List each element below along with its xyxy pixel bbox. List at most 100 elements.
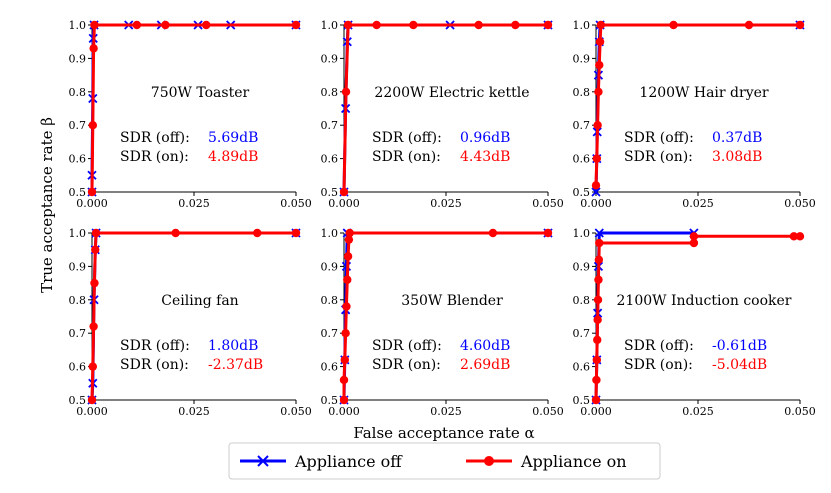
sdr-off-label: SDR (off): (372, 338, 442, 354)
data-point-on (488, 228, 498, 238)
data-point-on (342, 302, 351, 311)
y-tick-label: 0.8 (321, 294, 339, 307)
y-tick-label: 0.5 (69, 394, 87, 407)
sdr-off-label: SDR (off): (372, 130, 442, 146)
data-point-on (594, 87, 603, 97)
x-tick-label: 0.000 (580, 197, 612, 210)
y-tick-label: 1.0 (573, 227, 591, 240)
data-point-on (595, 60, 604, 70)
series-line-off (90, 231, 296, 401)
x-tick-label: 0.050 (532, 405, 564, 418)
data-point-on (339, 395, 349, 405)
series-line-on (342, 23, 548, 193)
data-point-on (291, 20, 301, 30)
subplot-title: 2200W Electric kettle (374, 85, 529, 101)
sdr-on-value: 4.89dB (208, 149, 258, 165)
sdr-on-value: -2.37dB (208, 357, 263, 373)
data-point-on (161, 20, 170, 30)
x-tick-label: 0.000 (580, 405, 612, 418)
legend-frame (228, 442, 661, 480)
data-point-on (132, 20, 142, 30)
x-tick-label: 0.050 (280, 405, 312, 418)
data-point-on (511, 20, 520, 30)
sdr-off-value: 1.80dB (208, 338, 258, 354)
legend-label-off: Appliance off (294, 452, 403, 471)
data-point-on (87, 187, 97, 197)
series-line-off (594, 231, 694, 401)
sdr-off-value: -0.61dB (712, 338, 767, 354)
y-tick-label: 0.5 (321, 186, 339, 199)
x-tick-label: 0.025 (430, 197, 462, 210)
series-line-off (342, 231, 548, 401)
x-axis-label: False acceptance rate α (353, 424, 534, 442)
data-point-on (343, 252, 353, 261)
y-tick-label: 0.8 (69, 86, 87, 99)
x-tick-label: 0.025 (682, 197, 714, 210)
data-point-on (91, 228, 101, 238)
data-point-on (345, 228, 354, 238)
legend-entry-off: Appliance off (240, 452, 403, 471)
x-tick-label: 0.025 (178, 197, 210, 210)
data-point-on (789, 232, 799, 241)
x-tick-label: 0.000 (328, 197, 360, 210)
data-point-on (593, 121, 602, 130)
sdr-off-value: 5.69dB (208, 130, 258, 146)
sdr-off-label: SDR (off): (624, 130, 694, 146)
series-line-on (594, 234, 800, 401)
data-point-on (795, 20, 805, 30)
series-line-on (342, 231, 548, 400)
x-tick-label: 0.050 (280, 197, 312, 210)
series-line-off (342, 23, 548, 193)
data-point-on (689, 232, 699, 241)
data-point-on (202, 20, 211, 30)
data-point-on (592, 154, 602, 163)
subplot-title: 750W Toaster (151, 85, 250, 101)
y-tick-label: 0.8 (69, 294, 87, 307)
y-tick-label: 0.8 (321, 86, 339, 99)
y-tick-label: 0.6 (69, 153, 87, 166)
sdr-off-value: 4.60dB (460, 338, 510, 354)
y-tick-label: 0.8 (573, 86, 591, 99)
sdr-off-label: SDR (off): (120, 130, 190, 146)
y-tick-label: 0.5 (321, 394, 339, 407)
data-point-off (594, 228, 604, 238)
data-point-on (340, 355, 350, 365)
data-point-on (795, 232, 805, 241)
x-tick-label: 0.025 (178, 405, 210, 418)
x-tick-label: 0.025 (682, 405, 714, 418)
data-point-on (409, 20, 418, 30)
y-tick-label: 0.6 (573, 153, 591, 166)
data-point-on (591, 181, 601, 190)
data-point-on (372, 20, 381, 30)
series-line-on (90, 231, 296, 401)
data-point-on (253, 228, 262, 238)
y-tick-label: 0.9 (573, 52, 591, 65)
legend-marker-off (257, 455, 269, 467)
sdr-off-value: 0.96dB (460, 130, 510, 146)
y-tick-label: 0.9 (321, 260, 339, 273)
sdr-on-value: 3.08dB (712, 149, 762, 165)
legend: Appliance off Appliance on (228, 442, 661, 480)
data-point-on (594, 255, 604, 264)
data-point-on (291, 228, 301, 238)
data-point-on (89, 322, 98, 331)
sdr-on-value: 2.69dB (460, 357, 510, 373)
y-tick-label: 0.7 (69, 327, 87, 340)
y-tick-label: 0.7 (69, 119, 87, 132)
data-point-on (341, 329, 350, 338)
series-line-off (90, 23, 296, 192)
data-point-on (593, 295, 603, 304)
y-tick-label: 0.7 (321, 327, 339, 340)
data-point-on (339, 375, 349, 385)
subplot-grid: 0.5 0.6 0.7 0.8 0.9 1.0 0.000 0.025 0.050 750W To… (69, 19, 816, 418)
data-point-on (90, 20, 99, 30)
data-point-on (543, 228, 553, 238)
y-tick-label: 0.5 (573, 186, 591, 199)
y-tick-label: 0.9 (573, 260, 591, 273)
sdr-on-label: SDR (on): (624, 149, 693, 165)
